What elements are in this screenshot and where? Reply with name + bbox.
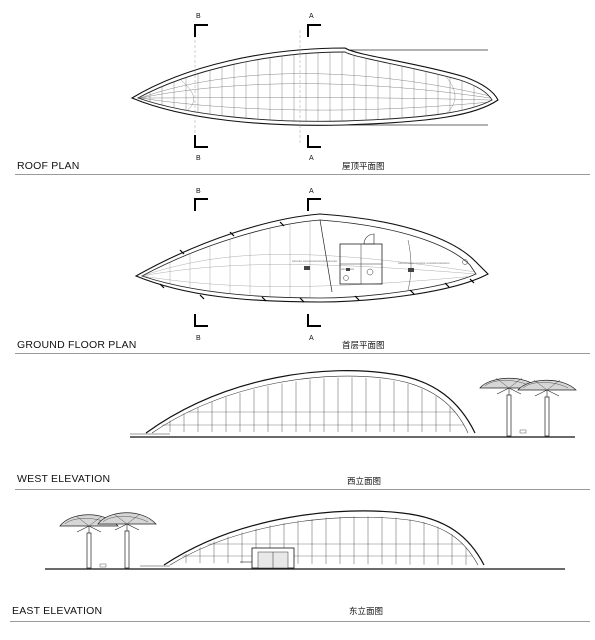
east-elevation-title-cn: 东立面图 <box>349 607 384 617</box>
west-umbrella-trees <box>479 377 577 437</box>
roof-plan-title-cn: 屋顶平面图 <box>342 162 385 172</box>
roof-plan-divider <box>15 174 590 175</box>
umbrella-tree-3 <box>59 514 119 569</box>
umbrella-tree-2 <box>517 379 577 437</box>
ground-floor-plan-title-cn: 首层平面图 <box>342 341 385 351</box>
room-label-core: ▭▭▭▭ <box>341 267 355 271</box>
roof-plan-title: ROOF PLAN <box>17 160 80 172</box>
east-umbrella-trees <box>59 512 157 569</box>
ground-marker-a-top: A <box>309 188 314 195</box>
ground-marker-b-top: B <box>196 188 201 195</box>
section-marker-a-bottom: A <box>309 155 314 162</box>
umbrella-tree-4 <box>97 512 157 569</box>
ground-marker-b-bottom: B <box>196 335 201 342</box>
west-elevation-divider <box>15 489 590 490</box>
east-elevation-drawing <box>45 510 565 570</box>
roof-section-markers: B A B A <box>194 13 321 162</box>
ground-floor-plan-drawing: ▭▭▭ ▭▭▭▭▭▭▭ ▭▭▭ ▭▭▭▭▭ ▭▭▭ ▭▭▭▭▭▭▭ ▭▭▭▭ <box>134 213 489 303</box>
east-elevation-divider <box>10 621 590 622</box>
ground-section-markers: B A B A <box>194 188 321 342</box>
section-marker-b-top: B <box>196 13 201 20</box>
west-elevation-drawing <box>130 370 575 438</box>
ground-floor-plan-divider <box>15 353 590 354</box>
room-label-right: ▭▭▭▭▭ ▭▭▭ ▭▭▭▭▭▭▭ <box>398 261 450 265</box>
west-elevation-title: WEST ELEVATION <box>17 473 111 485</box>
ground-floor-plan-title: GROUND FLOOR PLAN <box>17 339 137 351</box>
east-elevation-title: EAST ELEVATION <box>12 605 103 617</box>
section-marker-a-top: A <box>309 13 314 20</box>
west-elevation-title-cn: 西立面图 <box>347 477 382 487</box>
roof-plan-drawing <box>130 30 499 145</box>
section-marker-b-bottom: B <box>196 155 201 162</box>
room-label-left: ▭▭▭ ▭▭▭▭▭▭▭ ▭▭▭ <box>292 259 338 263</box>
ground-marker-a-bottom: A <box>309 335 314 342</box>
